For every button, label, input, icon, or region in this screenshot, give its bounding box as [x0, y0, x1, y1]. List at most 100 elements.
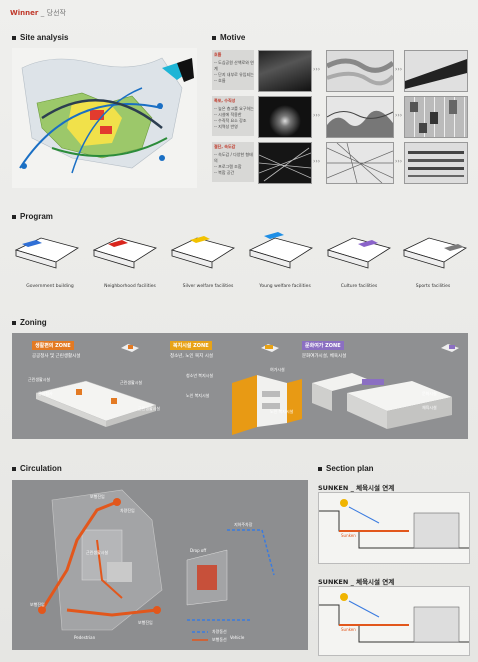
program-label: Neighborhood facilities	[104, 284, 156, 289]
motive-line: -- 복합 공간	[214, 170, 235, 175]
motive-line: -- 프로그램 조합	[214, 164, 242, 169]
program-building-icon	[14, 237, 79, 269]
zone-mini-drawing	[261, 344, 279, 352]
motive-line: -- 속도감 / 다양한 형태의	[214, 152, 253, 163]
sectionplan-subtitle: SUNKEN _ 체육시설 연계	[318, 578, 395, 586]
zone-badge: 생활편의 ZONE	[32, 341, 74, 350]
zone1-drawing	[35, 380, 157, 427]
zone2-label: 노인 복지시설	[270, 409, 294, 414]
zone3-drawing	[312, 373, 452, 429]
section-title-zoning: Zoning	[12, 318, 47, 327]
motive-arrow-icon: ›››	[395, 66, 403, 73]
section-title-motive: Motive	[212, 33, 245, 42]
sunken-tag: Sunken	[341, 533, 356, 538]
program-building-icon	[402, 237, 467, 269]
motive-tag-1: 흐름	[214, 52, 222, 57]
program-building-icon	[92, 237, 157, 269]
zone-desc: 공공청사 및 근린생활시설	[32, 354, 81, 359]
circ-label: 차량진입	[120, 508, 135, 513]
sectionplan-subtitle: SUNKEN _ 체육시설 연계	[318, 484, 395, 492]
circ-label: 보행진입	[90, 494, 105, 499]
header-sep: _	[40, 9, 45, 17]
bullet-icon	[318, 466, 322, 471]
bullet-icon	[12, 320, 16, 325]
motive-render-flow	[404, 50, 468, 92]
motive-photo-water	[258, 50, 312, 92]
motive-line: -- 지역성 반영	[214, 124, 238, 129]
zone1-label: 근린생활시설	[120, 380, 143, 385]
cut-diagram-drawing	[326, 142, 394, 184]
motive-diagram-flow	[325, 50, 395, 92]
zone-mini-icon	[260, 339, 280, 352]
circ-label: Drop off	[190, 548, 207, 553]
program-highlight	[358, 240, 378, 247]
motive-line: -- 흐름	[214, 78, 226, 83]
motive-text-1: 흐름 -- 도심공원 산책로와 연계 -- 단지 내부로 유입되는 -- 흐름	[212, 50, 254, 90]
site-map-drawing	[12, 48, 197, 188]
program-label: Young welfare facilities	[259, 284, 311, 289]
program-highlight	[264, 232, 284, 239]
program-title-text: Program	[20, 212, 53, 221]
zone2-label: 청소년 복지시설	[186, 373, 214, 378]
zone-badge: 문화여가 ZONE	[302, 341, 344, 350]
program-diagrams	[14, 232, 467, 269]
section-plan-2: Sunken	[318, 586, 470, 656]
section-drawing-2	[319, 593, 469, 643]
motive-tag-2: 폭포, 수직성	[214, 98, 236, 103]
bullet-icon	[12, 214, 16, 219]
circ-label: Pedestrian	[74, 635, 96, 640]
motive-text-3: 절단, 속도감 -- 속도감 / 다양한 형태의 -- 프로그램 조합 -- 복…	[212, 142, 254, 182]
flow-render-drawing	[405, 59, 467, 89]
zoning-panel: 생활편의 ZONE 공공청사 및 근린생활시설 근린생활시설 공공청사 근린생활…	[12, 333, 468, 439]
motive-arrow-icon: ›››	[313, 112, 321, 119]
program-label: Government building	[26, 284, 74, 289]
site-title-text: Site analysis	[20, 33, 69, 42]
section-title-circulation: Circulation	[12, 464, 62, 473]
zone3-label: 문화시설	[422, 391, 437, 396]
motive-title-text: Motive	[220, 33, 246, 42]
motive-photo-waterfall	[258, 96, 312, 138]
motive-grid: 흐름 -- 도심공원 산책로와 연계 -- 단지 내부로 유입되는 -- 흐름 …	[212, 48, 468, 198]
section-title-site: Site analysis	[12, 33, 68, 42]
zone1-label: 공공청사	[38, 391, 53, 396]
page-header: Winner _ 당선작	[10, 8, 66, 18]
header-winner: Winner	[10, 9, 39, 17]
sunken-tag: Sunken	[341, 627, 356, 632]
zone-desc: 문화여가시설, 체육시설	[302, 354, 347, 359]
zone-desc: 청소년, 노인 복지 시설	[170, 354, 213, 359]
program-row: Government building Neighborhood facilit…	[12, 228, 468, 298]
section-drawing-1	[319, 499, 469, 549]
section-title-sectionplan: Section plan	[318, 464, 374, 473]
motive-line: -- 수직적 요소 강조	[214, 118, 247, 123]
zone-mini-drawing	[441, 344, 459, 352]
section-title-program: Program	[12, 212, 53, 221]
circ-legend: 보행동선	[212, 637, 227, 642]
program-building-icon	[170, 236, 235, 269]
program-building-icon	[326, 237, 391, 269]
zone2-drawing	[232, 375, 302, 435]
vertical-diagram-drawing	[326, 110, 394, 137]
zone-badge: 복지시설 ZONE	[170, 341, 212, 350]
motive-arrow-icon: ›››	[313, 158, 321, 165]
motive-diagram-vertical	[326, 96, 394, 138]
circ-legend: 차량동선	[212, 629, 227, 634]
circ-label: Vehicle	[230, 635, 245, 640]
vertical-render-drawing	[410, 100, 457, 133]
zone2-label: 여가시설	[270, 367, 285, 372]
site-map	[12, 48, 197, 188]
program-label: Culture facilities	[340, 284, 378, 289]
zone1-label: 근린생활시설	[138, 406, 161, 411]
program-label: Silver welfare facilities	[182, 284, 234, 289]
bullet-icon	[212, 35, 216, 40]
program-highlight	[444, 244, 464, 251]
zone2-label: 노인 복지시설	[186, 393, 210, 398]
motive-line: -- 높은 층고를 요구하는	[214, 106, 254, 111]
program-highlight	[22, 240, 42, 247]
motive-arrow-icon: ›››	[395, 112, 403, 119]
sectionplan-title-text: Section plan	[326, 464, 374, 473]
flow-waves-drawing	[325, 58, 395, 86]
zoning-title-text: Zoning	[20, 318, 47, 327]
header-rest: 당선작	[46, 9, 66, 17]
motive-line: -- 단지 내부로 유입되는	[214, 72, 254, 77]
motive-render-vertical	[404, 96, 468, 138]
